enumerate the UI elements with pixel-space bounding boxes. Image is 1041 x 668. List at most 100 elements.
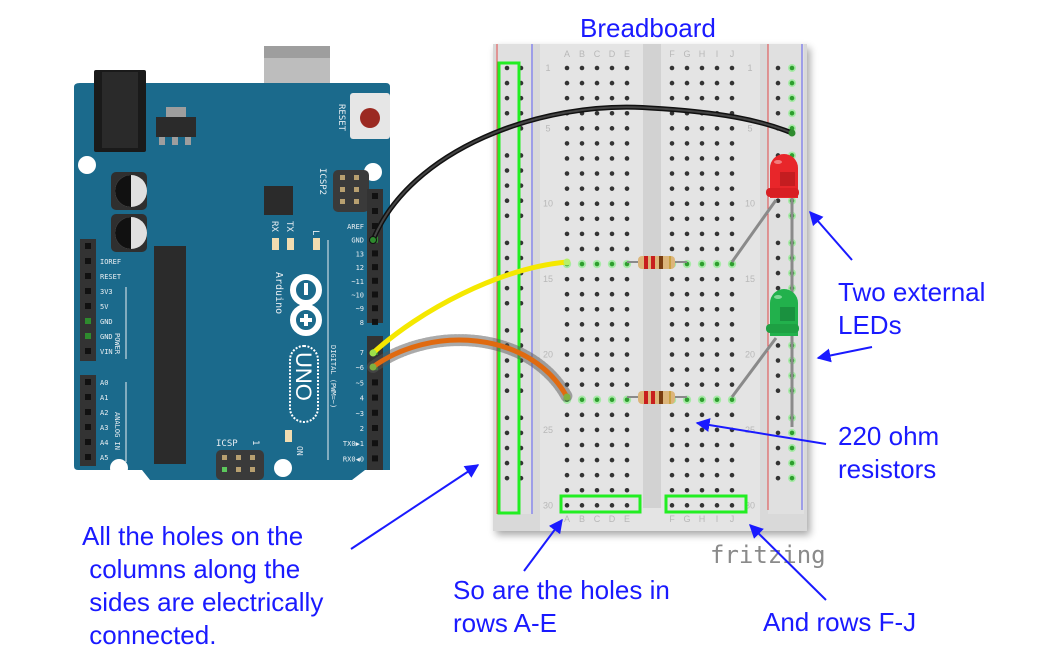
breadboard-hole[interactable] [684,156,690,161]
breadboard-hole[interactable] [609,337,615,342]
right-rail-hole[interactable] [775,270,781,276]
breadboard-hole[interactable] [714,457,720,463]
breadboard-hole[interactable] [594,216,600,222]
breadboard-hole[interactable] [579,246,585,252]
left-rail-hole[interactable] [504,198,510,204]
power-pin-vin[interactable] [85,348,91,354]
breadboard-hole[interactable] [684,472,690,478]
breadboard-hole[interactable] [729,171,735,176]
breadboard-hole[interactable] [624,141,630,146]
breadboard-hole[interactable] [714,246,720,252]
breadboard-hole[interactable] [669,276,675,282]
breadboard-hole[interactable] [624,397,630,403]
breadboard-hole[interactable] [714,156,720,161]
breadboard-hole[interactable] [609,306,615,312]
breadboard-hole[interactable] [669,382,675,387]
breadboard-hole[interactable] [714,306,720,312]
breadboard-hole[interactable] [684,95,690,101]
breadboard-hole[interactable] [684,141,690,146]
power-pin-ioref[interactable] [85,258,91,264]
breadboard-hole[interactable] [714,427,720,433]
breadboard-hole[interactable] [609,65,615,71]
left-rail-hole[interactable] [504,475,510,481]
breadboard-hole[interactable] [669,80,675,86]
breadboard-hole[interactable] [579,126,585,131]
left-rail-hole[interactable] [504,153,510,158]
breadboard-hole[interactable] [699,171,705,176]
breadboard-hole[interactable] [699,397,705,403]
left-rail-hole[interactable] [504,65,510,71]
breadboard-hole[interactable] [609,276,615,282]
right-rail-hole[interactable] [775,343,781,348]
digital-pin-4[interactable] [372,394,378,401]
breadboard-hole[interactable] [609,291,615,297]
right-rail-hole[interactable] [789,430,795,436]
analog-pin-a4[interactable] [85,439,91,445]
breadboard-hole[interactable] [729,126,735,131]
right-rail-hole[interactable] [775,373,781,378]
breadboard-hole[interactable] [609,503,615,508]
breadboard-hole[interactable] [609,95,615,101]
breadboard-hole[interactable] [684,412,690,418]
breadboard-hole[interactable] [564,412,570,418]
breadboard-hole[interactable] [564,246,570,252]
digital-pin-AREF[interactable] [372,223,378,229]
breadboard-hole[interactable] [729,457,735,463]
breadboard-hole[interactable] [624,457,630,463]
left-rail-hole[interactable] [504,240,510,246]
breadboard-hole[interactable] [609,110,615,116]
breadboard-hole[interactable] [699,141,705,146]
breadboard-hole[interactable] [579,276,585,282]
breadboard-hole[interactable] [729,291,735,297]
digital-pin-11[interactable] [372,277,378,284]
analog-pin-a5[interactable] [85,454,91,460]
breadboard-hole[interactable] [624,95,630,101]
right-rail-hole[interactable] [789,445,795,451]
breadboard-hole[interactable] [684,397,690,403]
breadboard-hole[interactable] [669,503,675,508]
breadboard-hole[interactable] [609,397,615,403]
breadboard-hole[interactable] [579,322,585,327]
breadboard-hole[interactable] [729,276,735,282]
breadboard-hole[interactable] [609,261,615,267]
breadboard-hole[interactable] [714,171,720,176]
breadboard-hole[interactable] [624,306,630,312]
power-pin-gnd[interactable] [85,333,91,339]
breadboard-hole[interactable] [594,487,600,493]
left-rail-hole[interactable] [504,445,510,451]
breadboard-hole[interactable] [729,397,735,403]
left-rail-hole[interactable] [504,95,510,101]
breadboard-hole[interactable] [594,503,600,508]
breadboard-hole[interactable] [594,65,600,71]
breadboard-hole[interactable] [684,65,690,71]
breadboard-hole[interactable] [684,457,690,463]
breadboard-hole[interactable] [624,442,630,448]
breadboard-hole[interactable] [624,322,630,327]
breadboard-hole[interactable] [714,216,720,222]
digital-pin-13[interactable] [372,250,378,257]
breadboard-hole[interactable] [729,382,735,387]
breadboard-hole[interactable] [624,412,630,418]
left-rail-hole[interactable] [504,460,510,466]
breadboard-hole[interactable] [669,186,675,191]
breadboard-hole[interactable] [624,201,630,207]
breadboard-hole[interactable] [579,367,585,372]
breadboard-hole[interactable] [684,367,690,372]
breadboard-hole[interactable] [669,246,675,252]
breadboard-hole[interactable] [624,186,630,191]
breadboard-hole[interactable] [579,95,585,101]
breadboard-hole[interactable] [594,306,600,312]
breadboard-hole[interactable] [669,472,675,478]
right-rail-hole[interactable] [775,285,781,291]
breadboard-hole[interactable] [579,382,585,387]
breadboard-hole[interactable] [714,291,720,297]
header-pin[interactable] [372,208,378,214]
breadboard-hole[interactable] [579,261,585,267]
breadboard-hole[interactable] [564,352,570,357]
breadboard-hole[interactable] [594,337,600,342]
breadboard-hole[interactable] [684,171,690,176]
breadboard-hole[interactable] [594,397,600,403]
breadboard-hole[interactable] [729,65,735,71]
breadboard-hole[interactable] [609,472,615,478]
breadboard-hole[interactable] [714,186,720,191]
